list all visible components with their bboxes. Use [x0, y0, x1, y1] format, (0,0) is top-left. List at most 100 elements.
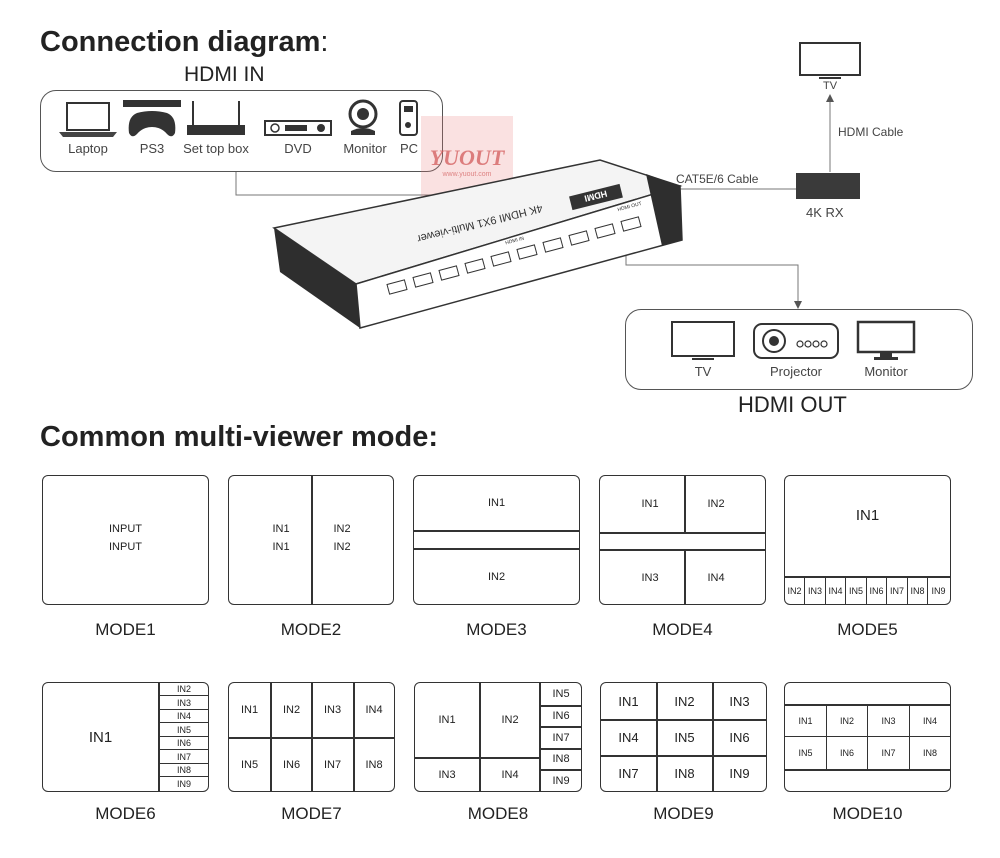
- mode1-input-1: INPUT: [109, 523, 142, 535]
- output-projector: Projector: [752, 320, 840, 379]
- source-set-top-box-label: Set top box: [183, 141, 249, 156]
- mode6-caption: MODE6: [95, 804, 156, 823]
- source-laptop: Laptop: [57, 99, 119, 156]
- matrix-switch-icon: HDMI 4K HDMI 9X1 Multi-viewer HDMI OUT H…: [272, 159, 683, 329]
- mode8-cell: IN6: [552, 710, 570, 722]
- mode8-cell: IN4: [501, 769, 519, 781]
- mode9-cell: IN1: [618, 693, 639, 709]
- mode10-cell: IN6: [839, 748, 854, 758]
- mode7-cell: IN2: [282, 704, 301, 716]
- mode9-cell: IN4: [618, 730, 639, 745]
- mode4-cell: IN3: [641, 572, 659, 584]
- mode10-cell: IN2: [839, 715, 854, 726]
- source-dvd: DVD: [261, 99, 335, 156]
- mode8-cell: IN1: [438, 714, 456, 726]
- mode5-cell: IN7: [887, 577, 908, 604]
- rx-label: 4K RX: [806, 205, 844, 220]
- mode5-cell: IN8: [908, 577, 928, 604]
- watermark-site: www.yuout.com: [442, 170, 492, 178]
- mode5-cell: IN9: [931, 585, 946, 596]
- mode7-cell: IN1: [240, 704, 259, 716]
- connection-diagram-title: Connection diagram:: [40, 26, 329, 58]
- mode2-layout: IN1 IN1 IN2 IN2: [228, 475, 394, 605]
- mode9-cell: IN2: [674, 693, 695, 709]
- mode9-cell: IN5: [674, 730, 695, 745]
- mode5-caption: MODE5: [837, 620, 898, 639]
- mode8-cell: IN9: [552, 774, 570, 787]
- mode6-main: IN1: [88, 728, 113, 746]
- mode10-cell: IN3: [881, 715, 896, 726]
- pc-icon: [399, 100, 418, 136]
- mode7-layout: IN1 IN2 IN3 IN4 IN5 IN6 IN7 IN8: [228, 682, 395, 792]
- mode6-layout: IN1 IN2 IN3 IN4 IN5 IN6 IN7 IN8 IN9: [42, 682, 209, 792]
- mode10-cell: IN7: [881, 748, 896, 758]
- mode8-cell: IN7: [552, 731, 570, 744]
- mode3-layout: IN1 IN2: [413, 475, 580, 605]
- mode6-cell: IN8: [160, 764, 208, 777]
- mode10-cell: IN8: [922, 748, 937, 758]
- gamepad-icon: [123, 100, 181, 137]
- mode9-cell: IN9: [729, 766, 750, 781]
- source-monitor-label: Monitor: [343, 141, 387, 156]
- output-tv-label: TV: [694, 364, 712, 379]
- mode10-cell: IN5: [798, 748, 813, 758]
- mode5-cell: IN4: [826, 577, 846, 604]
- mode8-cell: IN2: [501, 714, 519, 726]
- cat-cable-label: CAT5E/6 Cable: [676, 172, 759, 186]
- mode8-caption: MODE8: [467, 804, 529, 823]
- mode8-cell: IN5: [552, 688, 570, 700]
- output-monitor: Monitor: [856, 320, 916, 379]
- laptop-icon: [59, 102, 117, 137]
- mode10-layout: IN1 IN2 IN3 IN4 IN5 IN6 IN7 IN8: [784, 682, 951, 792]
- mode8-cell: IN3: [438, 769, 456, 781]
- output-tv: TV: [670, 320, 736, 379]
- mode5-cell: IN5: [846, 577, 867, 604]
- source-pc-label: PC: [399, 141, 419, 156]
- source-set-top-box: Set top box: [183, 99, 249, 156]
- mode6-cell: IN2: [160, 683, 208, 696]
- mode9-layout: IN1 IN2 IN3 IN4 IN5 IN6 IN7 IN8 IN9: [600, 682, 767, 792]
- set-top-box-icon: [187, 101, 245, 135]
- mode7-cell: IN4: [365, 704, 383, 716]
- mode9-caption: MODE9: [653, 804, 714, 823]
- mode10-caption: MODE10: [832, 804, 903, 823]
- hdmi-in-label: HDMI IN: [184, 63, 265, 86]
- mode4-cell: IN2: [707, 498, 725, 510]
- dvd-player-icon: [264, 120, 332, 136]
- mode7-caption: MODE7: [281, 804, 342, 823]
- mode8-cell: IN8: [552, 753, 570, 765]
- mode1-input-2: INPUT: [109, 541, 142, 553]
- mode3-caption: MODE3: [466, 620, 527, 639]
- remote-tv-label: TV: [822, 80, 838, 92]
- mode9-cell: IN6: [729, 730, 750, 745]
- mode8-layout: IN1 IN2 IN3 IN4 IN5 IN6 IN7 IN8 IN9: [414, 682, 582, 792]
- mode1-layout: INPUT INPUT: [42, 475, 209, 605]
- mode9-cell: IN7: [618, 766, 639, 781]
- source-pc: PC: [397, 99, 421, 156]
- mode3-cell: IN1: [487, 497, 506, 509]
- mode5-main: IN1: [855, 506, 880, 524]
- hdmi-cable-label: HDMI Cable: [838, 125, 904, 139]
- mode9-cell: IN8: [674, 766, 695, 781]
- switch-in-port-label: HDMI IN: [505, 236, 525, 247]
- mode5-cell: IN2: [785, 577, 805, 604]
- projector-icon: [753, 323, 839, 359]
- mode6-cell: IN7: [160, 750, 208, 764]
- tv-icon: [671, 321, 735, 360]
- mode7-cell: IN5: [240, 759, 259, 771]
- mode4-layout: IN1 IN2 IN3 IN4: [599, 475, 766, 605]
- mode9-cell: IN3: [729, 693, 750, 709]
- source-ps3-label: PS3: [139, 141, 165, 156]
- source-monitor: Monitor: [339, 99, 391, 156]
- mode5-cell: IN6: [867, 577, 887, 604]
- hdmi-out-label: HDMI OUT: [738, 392, 847, 417]
- webcam-icon: [348, 99, 378, 135]
- mode5-cell: IN3: [805, 577, 826, 604]
- watermark-text: YUOUT: [429, 144, 505, 170]
- mode2-cell: IN2: [333, 541, 351, 553]
- mode2-cell: IN1: [272, 541, 290, 553]
- mode6-cell: IN3: [160, 696, 208, 710]
- mode6-cell: IN6: [160, 737, 208, 750]
- mode1-caption: MODE1: [95, 620, 156, 639]
- tv-icon: [799, 42, 861, 79]
